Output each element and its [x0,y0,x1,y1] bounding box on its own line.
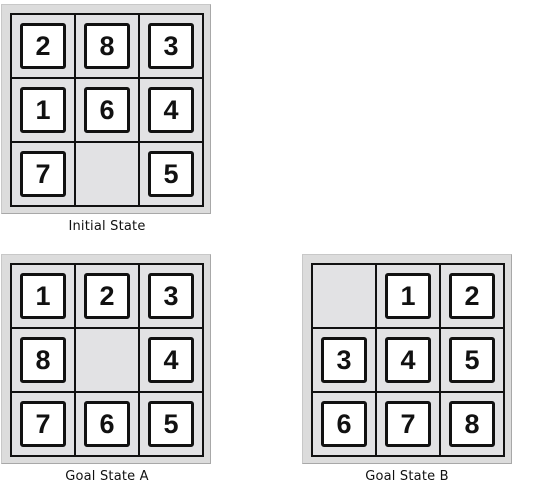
tile-3: 3 [148,23,194,69]
tile-8: 8 [449,401,495,447]
grid-cell: 2 [441,265,503,327]
grid-cell: 5 [441,329,503,391]
tile-7: 7 [20,401,66,447]
grid-cell: 5 [140,143,202,205]
grid-cell: 7 [12,143,74,205]
tile-8: 8 [84,23,130,69]
tile-3: 3 [148,273,194,319]
grid-cell: 2 [76,265,138,327]
empty-cell [76,143,138,205]
grid-cell: 7 [12,393,74,455]
tile-5: 5 [449,337,495,383]
tile-5: 5 [148,401,194,447]
tile-4: 4 [385,337,431,383]
grid-cell: 1 [12,265,74,327]
tile-6: 6 [84,401,130,447]
tile-1: 1 [385,273,431,319]
tile-4: 4 [148,87,194,133]
tile-7: 7 [20,151,66,197]
empty-cell [76,329,138,391]
grid-cell: 7 [377,393,439,455]
tile-2: 2 [449,273,495,319]
grid-cell: 1 [377,265,439,327]
tile-2: 2 [84,273,130,319]
grid-cell: 8 [441,393,503,455]
grid-cell: 6 [76,79,138,141]
tile-6: 6 [321,401,367,447]
caption-goal-state-b: Goal State B [365,469,449,484]
tile-6: 6 [84,87,130,133]
tile-3: 3 [321,337,367,383]
grid-cell: 8 [12,329,74,391]
grid-cell: 1 [12,79,74,141]
tile-8: 8 [20,337,66,383]
tile-1: 1 [20,273,66,319]
grid-cell: 2 [12,15,74,77]
grid-cell: 8 [76,15,138,77]
tile-5: 5 [148,151,194,197]
grid-cell: 6 [313,393,375,455]
tile-7: 7 [385,401,431,447]
empty-cell [313,265,375,327]
grid-cell: 3 [313,329,375,391]
grid-cell: 3 [140,15,202,77]
grid-cell: 4 [377,329,439,391]
grid-cell: 5 [140,393,202,455]
tile-2: 2 [20,23,66,69]
tile-4: 4 [148,337,194,383]
grid-cell: 4 [140,79,202,141]
caption-goal-state-a: Goal State A [65,469,149,484]
caption-initial-state: Initial State [68,219,146,234]
grid-cell: 3 [140,265,202,327]
grid-cell: 6 [76,393,138,455]
grid-cell: 4 [140,329,202,391]
tile-1: 1 [20,87,66,133]
